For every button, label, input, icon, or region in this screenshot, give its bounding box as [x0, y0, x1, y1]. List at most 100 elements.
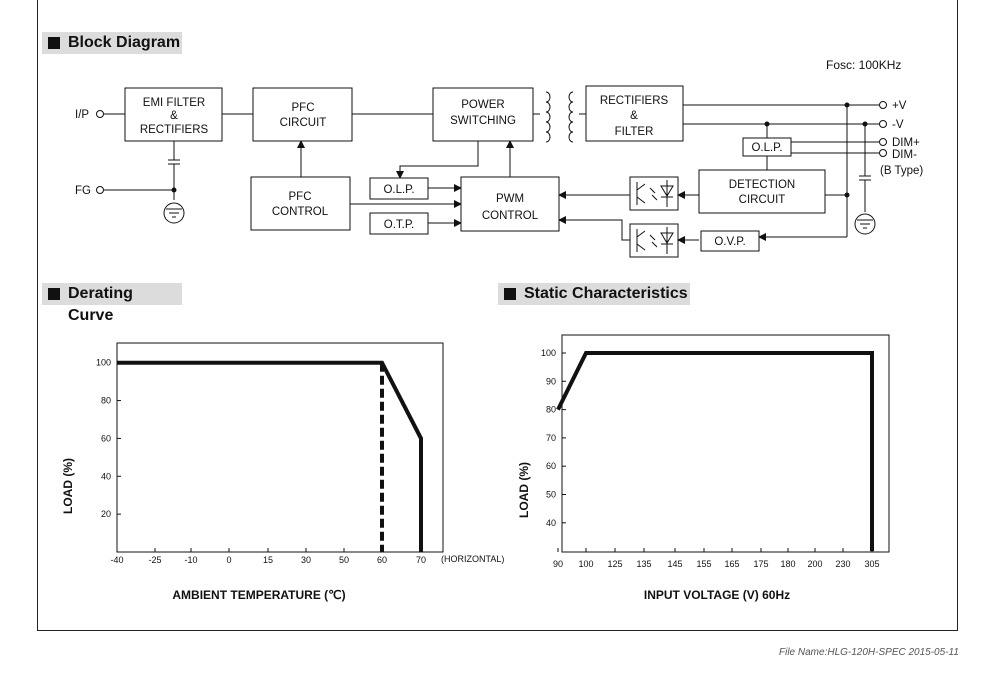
optocoupler-icon	[629, 176, 679, 211]
rectifiers-filter-label: FILTER	[615, 126, 654, 138]
y-tick-label: 20	[101, 509, 111, 519]
section-static-characteristics: Static Characteristics	[498, 283, 690, 305]
y-tick-label: 100	[96, 358, 111, 368]
input-fg-label: FG	[75, 185, 91, 197]
transformer-icon	[545, 91, 574, 143]
section-title: Derating Curve	[68, 285, 133, 324]
series-line	[556, 351, 874, 552]
pfc-control-block	[250, 176, 351, 231]
rectifiers-filter-block	[585, 85, 684, 142]
section-title: Static Characteristics	[524, 285, 688, 302]
output-pos-label: +V	[892, 100, 907, 112]
olp-left-label: O.L.P.	[383, 184, 414, 196]
olp-right-label: O.L.P.	[751, 142, 782, 154]
y-tick-label: 50	[546, 490, 556, 500]
olp-right-block	[742, 137, 792, 157]
detection-circuit-label: DETECTION	[729, 179, 795, 191]
x-tick-label: 165	[724, 559, 739, 569]
x-tick-label: 60	[377, 555, 387, 565]
y-tick-label: 60	[101, 433, 111, 443]
x-tick-label: -25	[148, 555, 161, 565]
datasheet-frame	[37, 0, 958, 631]
x-tick-label: 305	[864, 559, 879, 569]
pwm-control-label: PWM	[496, 193, 524, 205]
y-tick-label: 100	[541, 348, 556, 358]
section-block-diagram: Block Diagram	[42, 32, 182, 54]
section-title: Block Diagram	[68, 34, 181, 51]
section-bullet-icon	[48, 288, 60, 300]
y-tick-label: 70	[546, 433, 556, 443]
y-tick-label: 80	[101, 396, 111, 406]
ovp-label: O.V.P.	[714, 236, 745, 248]
optocoupler-icon	[629, 223, 679, 258]
rectifiers-filter-label: &	[630, 110, 638, 122]
otp-block	[369, 212, 429, 235]
input-ip-label: I/P	[75, 109, 89, 121]
y-axis-label: LOAD (%)	[61, 458, 75, 514]
x-tick-label: -40	[110, 555, 123, 565]
pwm-control-block	[460, 176, 560, 232]
plot-area	[561, 334, 890, 553]
emi-filter-block	[124, 87, 223, 142]
output-dim-pos-label: DIM+	[892, 137, 920, 149]
series-line	[117, 360, 423, 552]
otp-label: O.T.P.	[384, 219, 414, 231]
pfc-circuit-label: CIRCUIT	[280, 117, 327, 129]
power-switching-label: SWITCHING	[450, 115, 516, 127]
detection-circuit-label: CIRCUIT	[739, 194, 786, 206]
fosc-label: Fosc: 100KHz	[826, 58, 901, 72]
x-tick-label: -10	[184, 555, 197, 565]
x-tick-label: 145	[667, 559, 682, 569]
file-name-footer: File Name:HLG-120H-SPEC 2015-05-11	[779, 647, 959, 658]
pfc-control-label: CONTROL	[272, 206, 329, 218]
x-tick-label: 0	[226, 555, 231, 565]
section-bullet-icon	[48, 37, 60, 49]
y-tick-label: 90	[546, 376, 556, 386]
pwm-control-label: CONTROL	[482, 210, 539, 222]
ground-icon	[163, 202, 185, 224]
x-tick-label: 180	[780, 559, 795, 569]
emi-filter-label: RECTIFIERS	[140, 124, 209, 136]
emi-filter-label: &	[170, 110, 178, 122]
section-bullet-icon	[504, 288, 516, 300]
x-tick-suffix: (HORIZONTAL)	[441, 554, 504, 564]
x-axis-label: INPUT VOLTAGE (V) 60Hz	[644, 588, 790, 602]
x-tick-label: 90	[553, 559, 563, 569]
section-derating-curve: Derating Curve	[42, 283, 182, 324]
block-diagram: EMI FILTER & RECTIFIERS PFC CIRCUIT POWE…	[75, 58, 923, 258]
x-tick-label: 15	[263, 555, 273, 565]
pfc-circuit-label: PFC	[292, 102, 315, 114]
x-tick-label: 230	[835, 559, 850, 569]
olp-left-block	[369, 177, 429, 200]
y-axis-label: LOAD (%)	[517, 462, 531, 518]
detection-circuit-block	[698, 169, 826, 214]
x-tick-label: 175	[753, 559, 768, 569]
output-dim-neg-label: DIM-	[892, 149, 917, 161]
pfc-control-label: PFC	[289, 191, 312, 203]
y-tick-label: 60	[546, 461, 556, 471]
x-tick-label: 125	[607, 559, 622, 569]
y-tick-label: 40	[101, 471, 111, 481]
plot-area	[116, 342, 444, 553]
pfc-circuit-block	[252, 87, 353, 142]
emi-filter-label: EMI FILTER	[143, 97, 205, 109]
power-switching-label: POWER	[461, 99, 504, 111]
power-switching-block	[432, 87, 534, 142]
x-tick-label: 50	[339, 555, 349, 565]
x-axis-label: AMBIENT TEMPERATURE (℃)	[172, 588, 345, 602]
y-tick-label: 80	[546, 405, 556, 415]
x-tick-label: 135	[636, 559, 651, 569]
ovp-block	[700, 230, 760, 252]
x-tick-label: 155	[696, 559, 711, 569]
x-tick-label: 70	[416, 555, 426, 565]
output-neg-label: -V	[892, 119, 904, 131]
x-tick-label: 100	[578, 559, 593, 569]
output-btype-label: (B Type)	[880, 165, 923, 177]
y-tick-label: 40	[546, 518, 556, 528]
x-tick-label: 30	[301, 555, 311, 565]
ground-icon	[854, 213, 876, 235]
x-tick-label: 200	[807, 559, 822, 569]
rectifiers-filter-label: RECTIFIERS	[600, 95, 669, 107]
